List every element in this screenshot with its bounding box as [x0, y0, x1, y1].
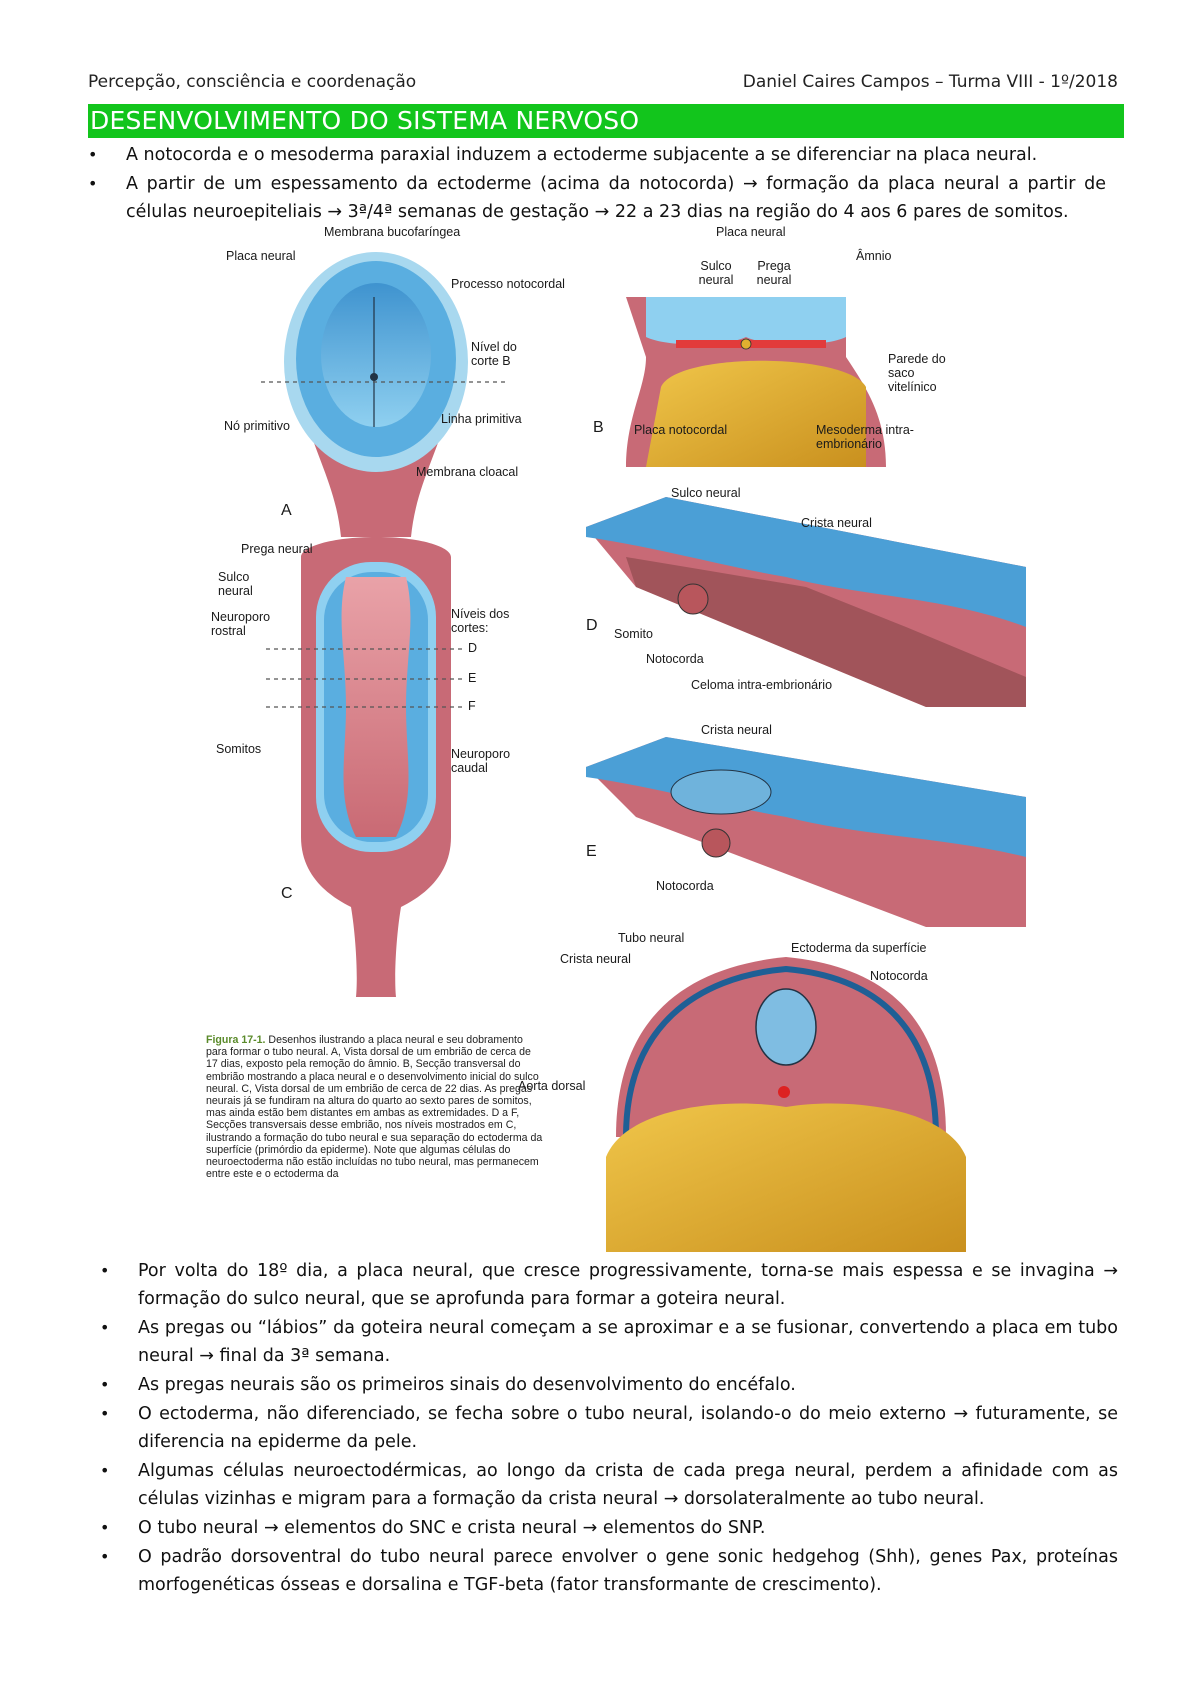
panel-letter-a: A: [281, 502, 292, 519]
panel-letter-c: C: [281, 885, 293, 902]
label-crista-neural-e: Crista neural: [701, 723, 772, 737]
running-header: Percepção, consciência e coordenação Dan…: [88, 72, 1118, 92]
label-placa-neural-a: Placa neural: [226, 249, 296, 263]
bullet-glyph: •: [88, 174, 98, 193]
label-amnio: Âmnio: [856, 249, 892, 263]
label-celoma: Celoma intra-embrionário: [691, 678, 833, 692]
figure-caption: Figura 17-1. Desenhos ilustrando a placa…: [206, 1034, 544, 1180]
list-item: •Algumas células neuroectodérmicas, ao l…: [100, 1457, 1118, 1513]
bullet-glyph: •: [100, 1404, 110, 1423]
label-neuroporo-caudal: Neuroporo caudal: [451, 747, 511, 775]
panel-e-drawing: [586, 737, 1026, 927]
figure-caption-text: Desenhos ilustrando a placa neural e seu…: [206, 1034, 543, 1181]
label-nivel-corte: Nível do corte B: [471, 340, 517, 368]
bullet-glyph: •: [100, 1318, 110, 1337]
panel-letter-e: E: [586, 843, 597, 860]
bullet-glyph: •: [100, 1518, 110, 1537]
list-item: •O tubo neural → elementos do SNC e cris…: [100, 1514, 1118, 1542]
panel-b-drawing: [626, 297, 886, 467]
bullet-glyph: •: [88, 145, 98, 164]
section-title-bar: DESENVOLVIMENTO DO SISTEMA NERVOSO: [88, 104, 1124, 138]
label-level-e: E: [468, 671, 477, 685]
list-item: •As pregas ou “lábios” da goteira neural…: [100, 1314, 1118, 1370]
panel-letter-d: D: [586, 617, 598, 634]
label-crista-neural-d: Crista neural: [801, 516, 872, 530]
label-somitos: Somitos: [216, 742, 262, 756]
label-neuroporo-rostral: Neuroporo rostral: [211, 610, 271, 638]
section-title: DESENVOLVIMENTO DO SISTEMA NERVOSO: [90, 106, 640, 135]
bullet-glyph: •: [100, 1375, 110, 1394]
label-parede-saco: Parede do saco vitelínico: [888, 352, 946, 394]
list-item: •Por volta do 18º dia, a placa neural, q…: [100, 1257, 1118, 1313]
label-level-d: D: [468, 641, 478, 655]
embryology-figure: Membrana bucofaríngea Placa neural Proce…: [206, 225, 1032, 1252]
label-notocorda-e: Notocorda: [656, 879, 714, 893]
bullet-glyph: •: [100, 1461, 110, 1480]
list-item: •A partir de um espessamento da ectoderm…: [88, 170, 1106, 226]
panel-c-drawing: [266, 537, 466, 997]
label-notocorda-d: Notocorda: [646, 652, 704, 666]
label-no-primitivo: Nó primitivo: [224, 419, 290, 433]
label-sulco-neural-d: Sulco neural: [671, 486, 741, 500]
label-prega-neural-b: Prega neural: [756, 259, 792, 287]
label-somito: Somito: [614, 627, 653, 641]
label-prega-neural-c: Prega neural: [241, 542, 313, 556]
list-item: •O ectoderma, não diferenciado, se fecha…: [100, 1400, 1118, 1456]
label-aorta: Aorta dorsal: [518, 1079, 586, 1093]
label-membrana-cloacal: Membrana cloacal: [416, 465, 519, 479]
figure-drawing: [261, 252, 1026, 1252]
list-item: •A notocorda e o mesoderma paraxial indu…: [88, 141, 1106, 169]
bullet-glyph: •: [100, 1547, 110, 1566]
label-mesoderma: Mesoderma intra-embrionário: [816, 423, 914, 451]
label-linha-primitiva: Linha primitiva: [441, 412, 522, 426]
bullet-glyph: •: [100, 1261, 110, 1280]
main-bullet-list: •Por volta do 18º dia, a placa neural, q…: [100, 1257, 1118, 1600]
figure-number: Figura 17-1.: [206, 1034, 266, 1046]
label-sulco-neural-b: Sulco neural: [698, 259, 734, 287]
intro-bullet-list: •A notocorda e o mesoderma paraxial indu…: [88, 141, 1106, 227]
panel-letter-b: B: [593, 419, 604, 436]
panel-d-drawing: [586, 497, 1026, 707]
header-course: Percepção, consciência e coordenação: [88, 72, 417, 92]
label-level-f: F: [468, 699, 476, 713]
label-processo-notocordal: Processo notocordal: [451, 277, 565, 291]
label-ectoderma: Ectoderma da superfície: [791, 941, 927, 955]
label-tubo-neural: Tubo neural: [618, 931, 685, 945]
label-niveis-cortes: Níveis dos cortes:: [451, 607, 510, 635]
list-item: •O padrão dorsoventral do tubo neural pa…: [100, 1543, 1118, 1599]
header-author: Daniel Caires Campos – Turma VIII - 1º/2…: [742, 72, 1118, 92]
list-item: •As pregas neurais são os primeiros sina…: [100, 1371, 1118, 1399]
panel-a-drawing: [261, 252, 506, 537]
panel-f-drawing: [606, 957, 966, 1252]
label-placa-neural-b: Placa neural: [716, 225, 786, 239]
label-notocorda-f: Notocorda: [870, 969, 928, 983]
label-sulco-neural-c: Sulco neural: [218, 570, 253, 598]
label-membrana-bucofaringea: Membrana bucofaríngea: [324, 225, 461, 239]
label-crista-neural-f: Crista neural: [560, 952, 631, 966]
label-placa-notocordal: Placa notocordal: [634, 423, 728, 437]
